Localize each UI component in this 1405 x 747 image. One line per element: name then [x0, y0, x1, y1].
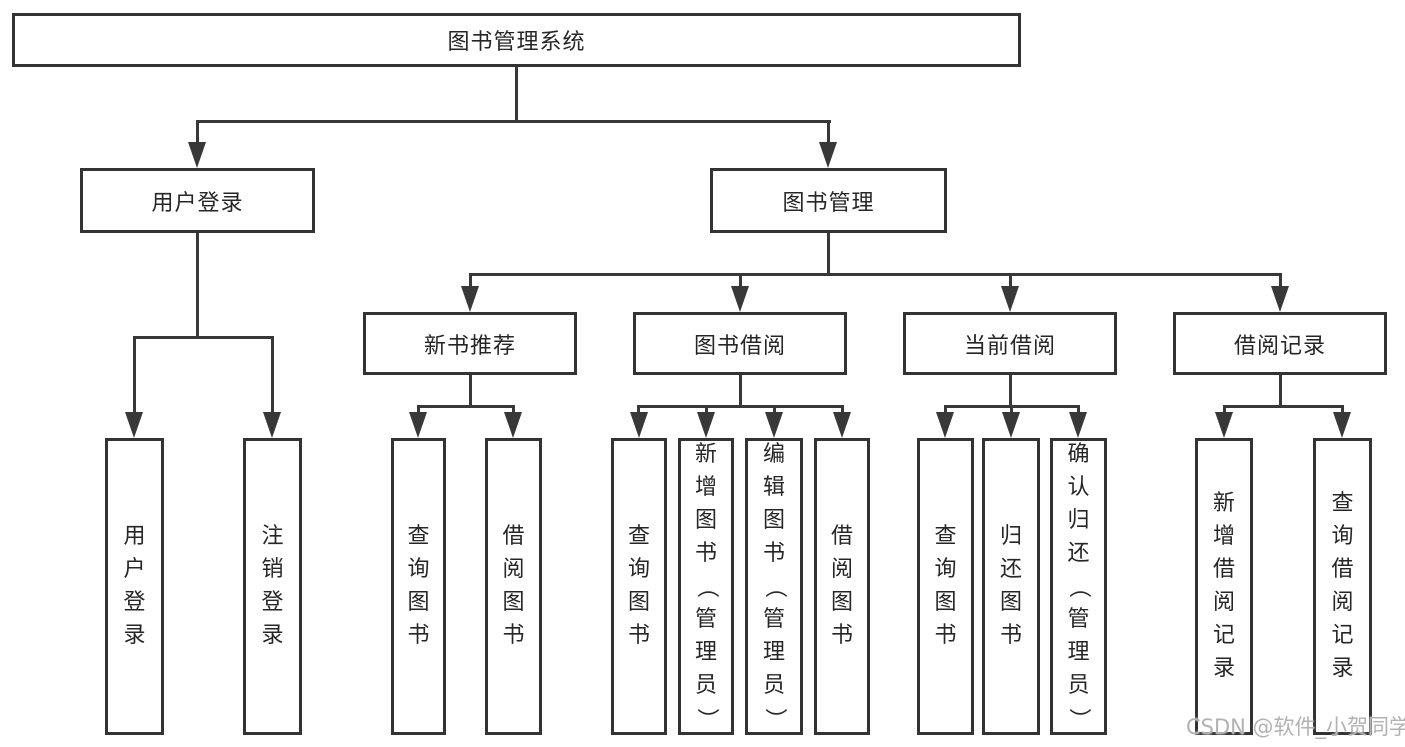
leaf-query-books-current: 查询图书 [917, 438, 974, 735]
edge-new-book-recommend-stem [469, 375, 472, 406]
arrow-down-icon [1215, 412, 1233, 438]
arrow-down-icon [819, 142, 837, 168]
node-user-login: 用户登录 [80, 168, 315, 233]
leaf-label: 查询借阅记录 [1331, 491, 1354, 681]
edge-to-new-book-recommend [469, 273, 472, 292]
arrow-down-icon [504, 412, 522, 438]
arrow-down-icon [936, 412, 954, 438]
leaf-borrow-books: 借阅图书 [814, 438, 870, 735]
node-label: 用户登录 [151, 190, 244, 216]
arrow-down-icon [1002, 412, 1020, 438]
leaf-edit-book-admin: 编辑图书（管理员） [745, 438, 803, 735]
edge-to-user-login [196, 120, 199, 146]
arrow-down-icon [1001, 286, 1019, 312]
leaf-label: 查询图书 [627, 524, 650, 648]
arrow-down-icon [125, 412, 143, 438]
leaf-query-borrow-record: 查询借阅记录 [1313, 438, 1372, 735]
leaf-label: 归还图书 [999, 524, 1022, 648]
arrow-down-icon [833, 412, 851, 438]
leaf-label: 确认归还（管理员） [1066, 441, 1092, 730]
edge-book-borrowing-stem [739, 375, 742, 406]
node-new-book-recommend: 新书推荐 [363, 312, 577, 375]
leaf-label: 新增图书（管理员） [693, 441, 719, 730]
arrow-down-icon [1333, 412, 1351, 438]
leaf-add-book-admin: 新增图书（管理员） [678, 438, 734, 735]
edge-leaf [1010, 405, 1013, 417]
leaf-add-borrow-record: 新增借阅记录 [1195, 438, 1253, 735]
arrow-down-icon [409, 412, 427, 438]
arrow-down-icon [1069, 412, 1087, 438]
node-label: 新书推荐 [423, 333, 516, 359]
arrow-down-icon [263, 412, 281, 438]
edge-user-login-crossbar [133, 336, 274, 339]
edge-to-current-borrowing [1009, 273, 1012, 292]
leaf-label: 借阅图书 [502, 524, 525, 648]
node-book-management: 图书管理 [710, 168, 947, 233]
leaf-label: 查询图书 [407, 524, 430, 648]
leaf-label: 借阅图书 [830, 524, 853, 648]
edge-leaf [705, 405, 708, 417]
node-label: 当前借阅 [963, 333, 1056, 359]
arrow-down-icon [188, 142, 206, 168]
csdn-watermark: CSDN @软件_小贺同学 [1186, 715, 1405, 739]
leaf-return-books: 归还图书 [982, 438, 1040, 735]
node-label: 图书管理 [782, 190, 875, 216]
arrow-down-icon [697, 412, 715, 438]
leaf-confirm-return-admin: 确认归还（管理员） [1050, 438, 1107, 735]
node-current-borrowing: 当前借阅 [903, 312, 1117, 375]
edge-book-borrowing-crossbar [637, 405, 844, 408]
leaf-label: 编辑图书（管理员） [761, 441, 787, 730]
arrow-down-icon [731, 286, 749, 312]
edge-to-leaf-logout [271, 336, 274, 416]
edge-leaf [512, 405, 515, 417]
edge-borrowing-records-stem [1279, 375, 1282, 406]
leaf-borrow-books-recommend: 借阅图书 [485, 438, 542, 735]
edge-to-borrowing-records [1279, 273, 1282, 292]
edge-leaf [1223, 405, 1226, 417]
arrow-down-icon [461, 286, 479, 312]
edge-current-borrowing-stem [1009, 375, 1012, 406]
edge-leaf [1077, 405, 1080, 417]
leaf-label: 用户登录 [123, 524, 146, 648]
leaf-query-books-recommend: 查询图书 [391, 438, 446, 735]
node-label: 图书管理系统 [447, 30, 586, 55]
edge-leaf [637, 405, 640, 417]
edge-to-book-borrowing [739, 273, 742, 292]
edge-leaf [773, 405, 776, 417]
edge-book-management-crossbar [469, 273, 1282, 276]
edge-borrowing-records-crossbar [1223, 405, 1344, 408]
edge-leaf [417, 405, 420, 417]
arrow-down-icon [630, 412, 648, 438]
node-label: 图书借阅 [693, 333, 786, 359]
leaf-label: 新增借阅记录 [1212, 491, 1235, 681]
edge-to-leaf-user-login [133, 336, 136, 416]
edge-root-stem [515, 67, 518, 121]
edge-root-crossbar [196, 120, 831, 123]
leaf-label: 查询图书 [934, 524, 957, 648]
edge-leaf [1341, 405, 1344, 417]
node-label: 借阅记录 [1233, 333, 1326, 359]
leaf-query-books-borrowing: 查询图书 [611, 438, 667, 735]
arrow-down-icon [765, 412, 783, 438]
node-borrowing-records: 借阅记录 [1173, 312, 1387, 375]
edge-leaf [841, 405, 844, 417]
edge-new-book-recommend-crossbar [417, 405, 515, 408]
arrow-down-icon [1271, 286, 1289, 312]
edge-user-login-stem [196, 233, 199, 336]
leaf-label: 注销登录 [261, 524, 284, 648]
edge-leaf [944, 405, 947, 417]
edge-to-book-management [827, 120, 830, 146]
node-book-borrowing: 图书借阅 [633, 312, 847, 375]
leaf-logout: 注销登录 [243, 438, 302, 735]
node-library-management-system: 图书管理系统 [12, 13, 1021, 67]
edge-book-management-stem [827, 233, 830, 273]
leaf-user-login: 用户登录 [105, 438, 164, 735]
